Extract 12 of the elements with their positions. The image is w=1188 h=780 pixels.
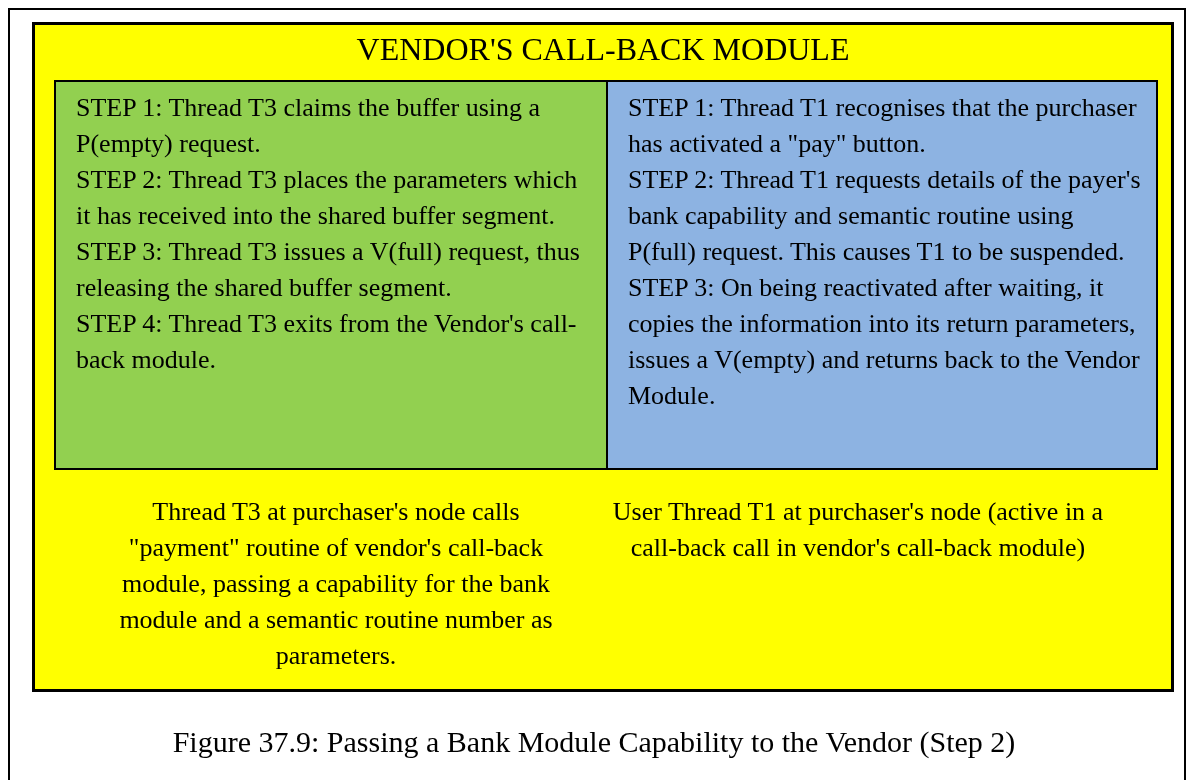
figure-caption: Figure 37.9: Passing a Bank Module Capability to the Vendor (Step 2) <box>171 724 1017 760</box>
step-text: STEP 4: Thread T3 exits from the Vendor's call-back module. <box>76 308 578 376</box>
step-text: STEP 3: Thread T3 issues a V(full) request, thus releasing the shared buffer segment. <box>76 236 581 304</box>
step-text: STEP 1: Thread T1 recognises that the purchaser has activated a "pay" button. <box>628 92 1138 160</box>
module-title: VENDOR'S CALL-BACK MODULE <box>355 30 851 69</box>
step-text: STEP 2: Thread T1 requests details of the payer's bank capability and semantic routine using P(full) request. This causes T1 to be suspended. <box>628 164 1142 268</box>
module-panel <box>32 22 1174 692</box>
step-text: STEP 3: On being reactivated after waiting, it copies the information into its return parameters, issues a V(empty) and returns back to the Vendor Module. <box>628 272 1141 412</box>
step-text: STEP 2: Thread T3 places the parameters which it has received into the shared buffer segment. <box>76 164 579 232</box>
step-text: STEP 1: Thread T3 claims the buffer using a P(empty) request. <box>76 92 542 160</box>
description-text: User Thread T1 at purchaser's node (active in a call-back call in vendor's call-back module) <box>611 496 1105 564</box>
description-text: Thread T3 at purchaser's node calls "payment" routine of vendor's call-back module, passing a capability for the bank module and a semantic routine number as parameters. <box>118 496 554 672</box>
